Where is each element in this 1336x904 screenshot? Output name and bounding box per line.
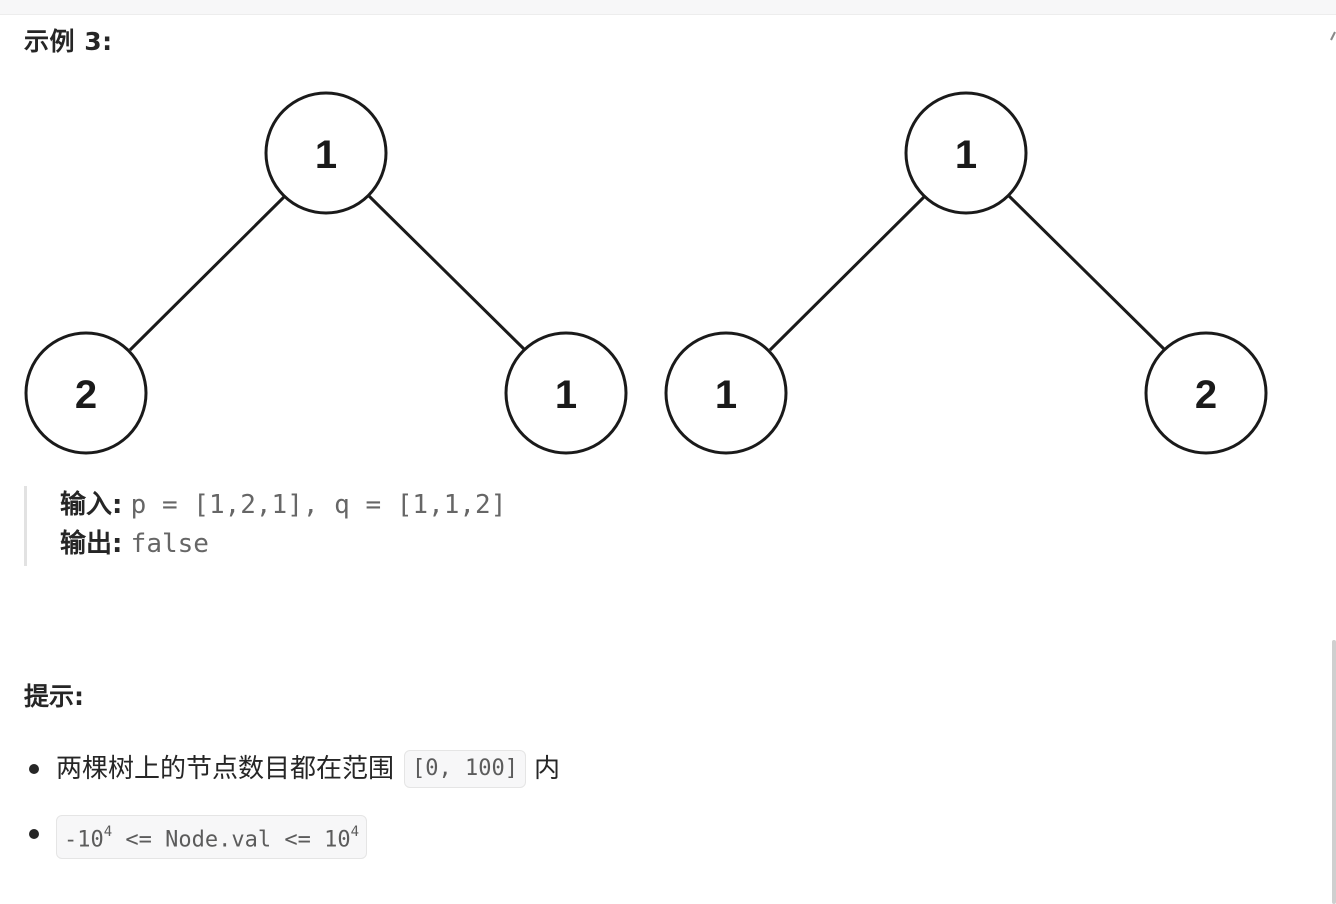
- top-bar: [0, 0, 1336, 15]
- tree1-right-value: 1: [555, 373, 577, 417]
- tree1-left-value: 2: [75, 373, 97, 417]
- constraint-code: [0, 100]: [404, 750, 526, 788]
- bullet-icon: [29, 764, 39, 774]
- constraint-code-exp: 4: [350, 824, 360, 840]
- tree2-right-value: 2: [1195, 373, 1217, 417]
- constraint-code-exp: 4: [103, 824, 113, 840]
- constraint-code: -104 <= Node.val <= 104: [56, 815, 368, 860]
- tree1-edge-left: [128, 194, 287, 352]
- output-value: false: [130, 529, 209, 559]
- constraint-text: 两棵树上的节点数目都在范围: [56, 754, 395, 784]
- tree2-root-value: 1: [955, 133, 977, 177]
- tree2-right-node: 2: [1144, 331, 1268, 455]
- output-label: 输出:: [60, 529, 123, 559]
- constraint-item: 两棵树上的节点数目都在范围 [0, 100] 内: [56, 749, 560, 789]
- output-line: 输出: false: [60, 528, 209, 560]
- constraint-item: -104 <= Node.val <= 104: [56, 815, 375, 860]
- tree2-root-node: 1: [904, 91, 1028, 215]
- tree1-right-node: 1: [504, 331, 628, 455]
- tree2-left-node: 1: [664, 331, 788, 455]
- tree1-root-value: 1: [315, 133, 337, 177]
- input-label: 输入:: [60, 490, 123, 520]
- constraint-code-middle: <= Node.val <= 10: [112, 827, 351, 853]
- tree1-left-node: 2: [24, 331, 148, 455]
- tree2-left-value: 1: [715, 373, 737, 417]
- scrollbar-thumb[interactable]: [1332, 640, 1336, 904]
- input-value: p = [1,2,1], q = [1,1,2]: [130, 490, 507, 520]
- constraints-title: 提示:: [24, 682, 84, 711]
- constraint-text-after: 内: [533, 754, 560, 784]
- tree1-edge-right: [367, 194, 527, 352]
- example-io-block: 输入: p = [1,2,1], q = [1,1,2] 输出: false: [24, 486, 927, 566]
- tree2-edge-left: [768, 194, 927, 352]
- constraint-code-prefix: -10: [64, 827, 104, 853]
- tree2-edge-right: [1007, 194, 1167, 352]
- scroll-up-icon[interactable]: [1330, 30, 1336, 44]
- input-line: 输入: p = [1,2,1], q = [1,1,2]: [60, 489, 506, 521]
- tree1-root-node: 1: [264, 91, 388, 215]
- example-title: 示例 3:: [24, 27, 113, 56]
- example-figure: 1 2 1 1 1 2: [0, 88, 1290, 462]
- bullet-icon: [29, 829, 39, 839]
